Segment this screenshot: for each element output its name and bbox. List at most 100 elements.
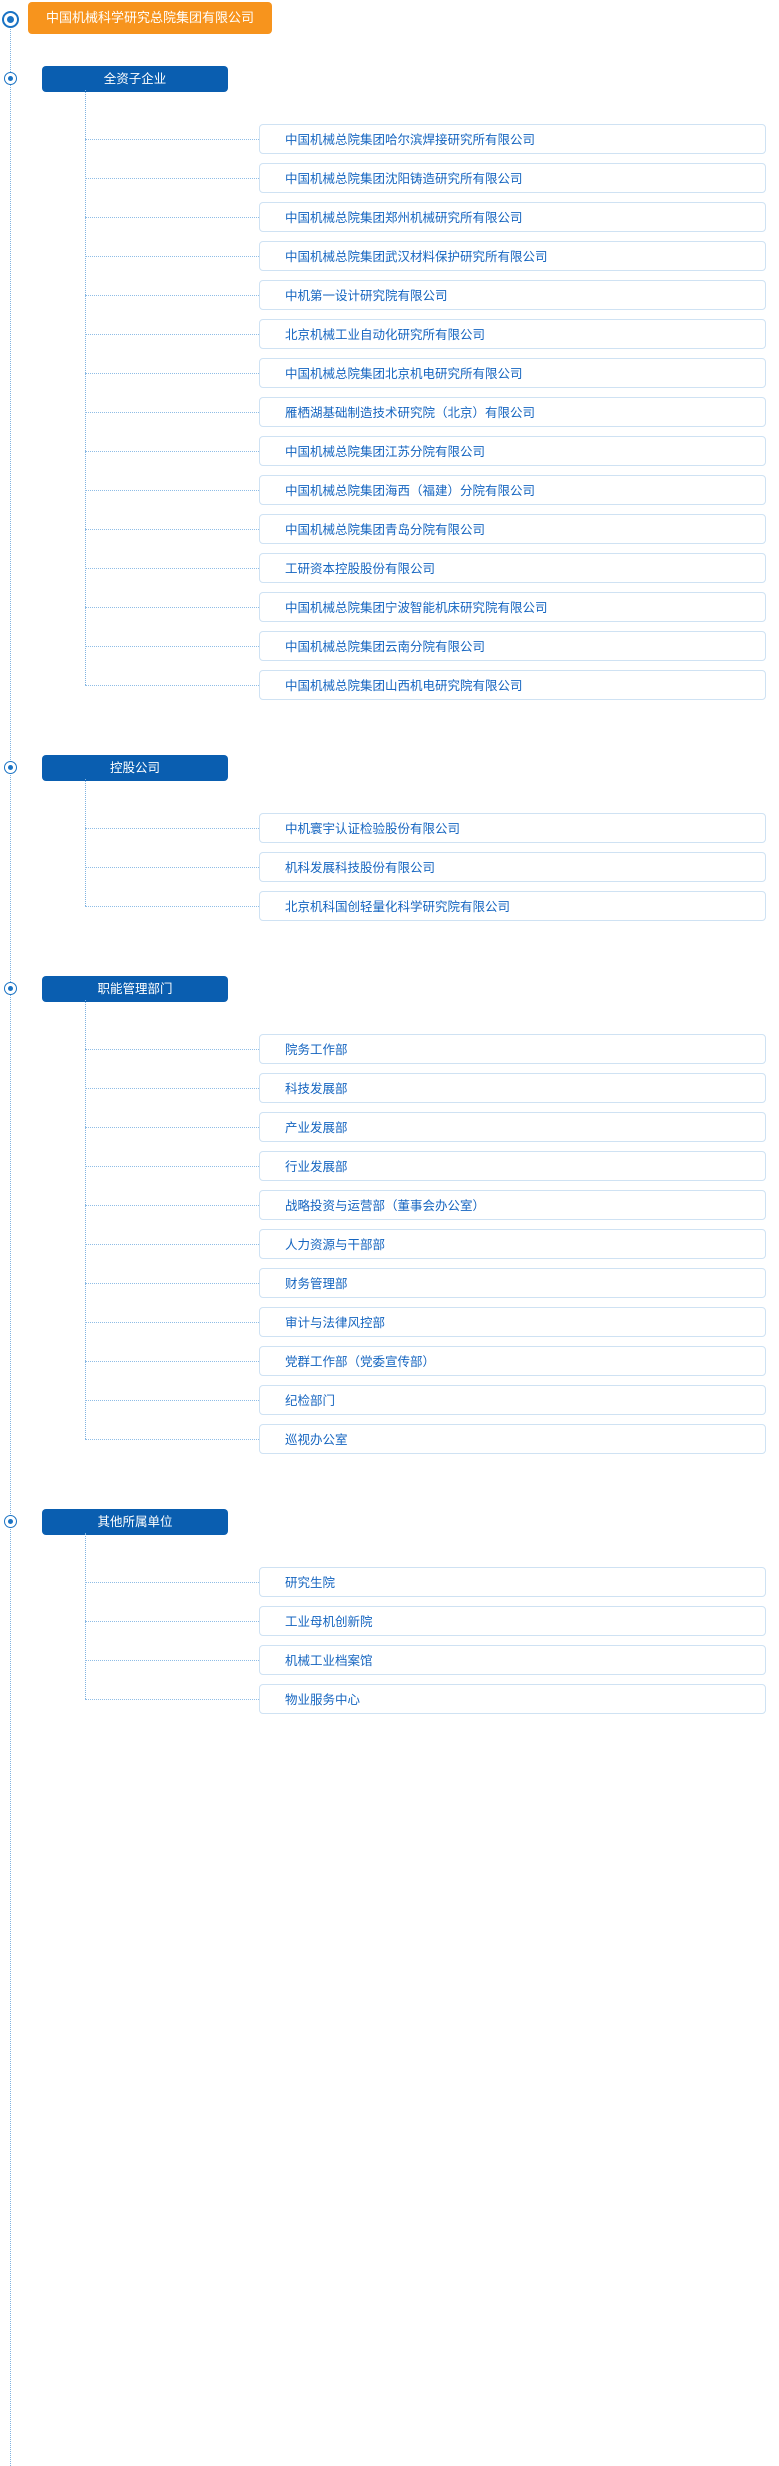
connector-line xyxy=(85,139,259,140)
section-spacer xyxy=(0,926,779,958)
section-header: 其他所属单位 xyxy=(0,1491,779,1563)
section: 全资子企业中国机械总院集团哈尔滨焊接研究所有限公司中国机械总院集团沈阳铸造研究所… xyxy=(0,48,779,737)
section: 控股公司中机寰宇认证检验股份有限公司机科发展科技股份有限公司北京机科国创轻量化科… xyxy=(0,737,779,958)
branch-spine xyxy=(85,1533,86,1699)
main-spine xyxy=(10,18,11,2466)
item-row: 工业母机创新院 xyxy=(0,1602,779,1641)
section-title-2[interactable]: 控股公司 xyxy=(42,755,228,781)
org-item[interactable]: 中国机械总院集团云南分院有限公司 xyxy=(259,631,766,661)
item-row: 纪检部门 xyxy=(0,1381,779,1420)
connector-line xyxy=(85,1127,259,1128)
org-item[interactable]: 中国机械总院集团哈尔滨焊接研究所有限公司 xyxy=(259,124,766,154)
section: 职能管理部门院务工作部科技发展部产业发展部行业发展部战略投资与运营部（董事会办公… xyxy=(0,958,779,1491)
root-node[interactable]: 中国机械科学研究总院集团有限公司 xyxy=(28,2,273,34)
connector-line xyxy=(85,685,259,686)
connector-line xyxy=(85,1699,259,1700)
item-row: 中国机械总院集团哈尔滨焊接研究所有限公司 xyxy=(0,120,779,159)
section-title-4[interactable]: 其他所属单位 xyxy=(42,1509,228,1535)
org-item[interactable]: 工研资本控股股份有限公司 xyxy=(259,553,766,583)
org-item[interactable]: 中国机械总院集团山西机电研究院有限公司 xyxy=(259,670,766,700)
connector-line xyxy=(85,1049,259,1050)
connector-line xyxy=(85,529,259,530)
section-spacer xyxy=(0,1459,779,1491)
connector-line xyxy=(85,373,259,374)
section-spacer xyxy=(0,705,779,737)
org-item[interactable]: 党群工作部（党委宣传部） xyxy=(259,1346,766,1376)
org-item[interactable]: 中国机械总院集团海西（福建）分院有限公司 xyxy=(259,475,766,505)
org-item[interactable]: 机科发展科技股份有限公司 xyxy=(259,852,766,882)
connector-line xyxy=(85,1283,259,1284)
connector-line xyxy=(85,867,259,868)
item-list: 院务工作部科技发展部产业发展部行业发展部战略投资与运营部（董事会办公室） 人力资源… xyxy=(0,1000,779,1459)
branch-spine xyxy=(85,1000,86,1439)
org-item[interactable]: 审计与法律风控部 xyxy=(259,1307,766,1337)
item-row: 中国机械总院集团云南分院有限公司 xyxy=(0,627,779,666)
org-item[interactable]: 院务工作部 xyxy=(259,1034,766,1064)
org-item[interactable]: 工业母机创新院 xyxy=(259,1606,766,1636)
org-item[interactable]: 中机第一设计研究院有限公司 xyxy=(259,280,766,310)
item-list: 中国机械总院集团哈尔滨焊接研究所有限公司中国机械总院集团沈阳铸造研究所有限公司中… xyxy=(0,90,779,705)
item-row: 审计与法律风控部 xyxy=(0,1303,779,1342)
org-item[interactable]: 机械工业档案馆 xyxy=(259,1645,766,1675)
item-row: 机械工业档案馆 xyxy=(0,1641,779,1680)
connector-line xyxy=(85,1322,259,1323)
ring-dot-icon xyxy=(4,72,17,85)
section: 其他所属单位研究生院工业母机创新院机械工业档案馆物业服务中心 xyxy=(0,1491,779,1751)
branch-spine xyxy=(85,779,86,906)
ring-dot-icon xyxy=(4,761,17,774)
section-spacer xyxy=(0,1719,779,1751)
org-item[interactable]: 物业服务中心 xyxy=(259,1684,766,1714)
org-item[interactable]: 巡视办公室 xyxy=(259,1424,766,1454)
section-title-3[interactable]: 职能管理部门 xyxy=(42,976,228,1002)
item-row: 财务管理部 xyxy=(0,1264,779,1303)
item-row: 北京机械工业自动化研究所有限公司 xyxy=(0,315,779,354)
item-row: 人力资源与干部部 xyxy=(0,1225,779,1264)
org-item[interactable]: 中机寰宇认证检验股份有限公司 xyxy=(259,813,766,843)
connector-line xyxy=(85,607,259,608)
org-item[interactable]: 纪检部门 xyxy=(259,1385,766,1415)
org-item[interactable]: 雁栖湖基础制造技术研究院（北京）有限公司 xyxy=(259,397,766,427)
org-item[interactable]: 研究生院 xyxy=(259,1567,766,1597)
connector-line xyxy=(85,1400,259,1401)
connector-line xyxy=(85,906,259,907)
connector-line xyxy=(85,1361,259,1362)
ring-dot-icon xyxy=(4,982,17,995)
org-item[interactable]: 中国机械总院集团青岛分院有限公司 xyxy=(259,514,766,544)
connector-line xyxy=(85,1205,259,1206)
item-row: 中国机械总院集团江苏分院有限公司 xyxy=(0,432,779,471)
connector-line xyxy=(85,1166,259,1167)
connector-line xyxy=(85,1088,259,1089)
section-list: 全资子企业中国机械总院集团哈尔滨焊接研究所有限公司中国机械总院集团沈阳铸造研究所… xyxy=(0,48,779,1751)
item-row: 工研资本控股股份有限公司 xyxy=(0,549,779,588)
item-row: 中国机械总院集团郑州机械研究所有限公司 xyxy=(0,198,779,237)
item-row: 院务工作部 xyxy=(0,1030,779,1069)
connector-line xyxy=(85,1439,259,1440)
section-header: 控股公司 xyxy=(0,737,779,809)
item-row: 研究生院 xyxy=(0,1563,779,1602)
org-item[interactable]: 中国机械总院集团沈阳铸造研究所有限公司 xyxy=(259,163,766,193)
org-item[interactable]: 北京机科国创轻量化科学研究院有限公司 xyxy=(259,891,766,921)
item-row: 科技发展部 xyxy=(0,1069,779,1108)
connector-line xyxy=(85,256,259,257)
org-item[interactable]: 产业发展部 xyxy=(259,1112,766,1142)
org-item[interactable]: 中国机械总院集团宁波智能机床研究院有限公司 xyxy=(259,592,766,622)
org-item[interactable]: 人力资源与干部部 xyxy=(259,1229,766,1259)
org-item[interactable]: 中国机械总院集团郑州机械研究所有限公司 xyxy=(259,202,766,232)
item-row: 北京机科国创轻量化科学研究院有限公司 xyxy=(0,887,779,926)
org-item[interactable]: 中国机械总院集团江苏分院有限公司 xyxy=(259,436,766,466)
org-item[interactable]: 战略投资与运营部（董事会办公室） xyxy=(259,1190,766,1220)
ring-dot-icon xyxy=(2,11,19,28)
connector-line xyxy=(85,1582,259,1583)
org-item[interactable]: 科技发展部 xyxy=(259,1073,766,1103)
connector-line xyxy=(85,646,259,647)
item-row: 机科发展科技股份有限公司 xyxy=(0,848,779,887)
connector-line xyxy=(85,217,259,218)
org-item[interactable]: 北京机械工业自动化研究所有限公司 xyxy=(259,319,766,349)
org-item[interactable]: 财务管理部 xyxy=(259,1268,766,1298)
org-item[interactable]: 中国机械总院集团北京机电研究所有限公司 xyxy=(259,358,766,388)
item-row: 中国机械总院集团武汉材料保护研究所有限公司 xyxy=(0,237,779,276)
org-item[interactable]: 行业发展部 xyxy=(259,1151,766,1181)
org-item[interactable]: 中国机械总院集团武汉材料保护研究所有限公司 xyxy=(259,241,766,271)
section-title-1[interactable]: 全资子企业 xyxy=(42,66,228,92)
item-row: 中国机械总院集团青岛分院有限公司 xyxy=(0,510,779,549)
